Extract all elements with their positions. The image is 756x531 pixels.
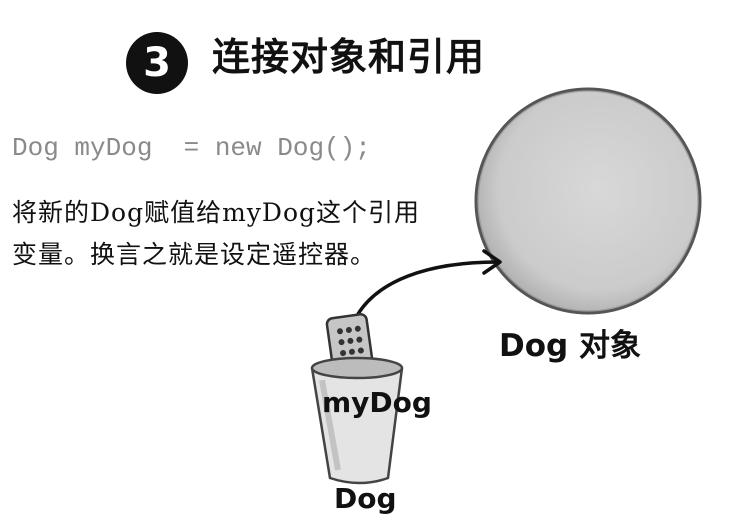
dog-object-circle <box>474 87 702 315</box>
code-line: Dog myDog = new Dog(); <box>12 133 371 163</box>
cup-icon <box>310 356 404 485</box>
reference-type-label: Dog <box>334 482 397 515</box>
page-title: 连接对象和引用 <box>212 35 486 79</box>
reference-arrow <box>356 249 502 316</box>
reference-variable-label: myDog <box>322 386 432 419</box>
step-number-badge: 3 <box>126 32 188 94</box>
description-text: 将新的Dog赋值给myDog这个引用变量。换言之就是设定遥控器。 <box>12 198 421 269</box>
dog-object-label: Dog 对象 <box>499 328 642 364</box>
